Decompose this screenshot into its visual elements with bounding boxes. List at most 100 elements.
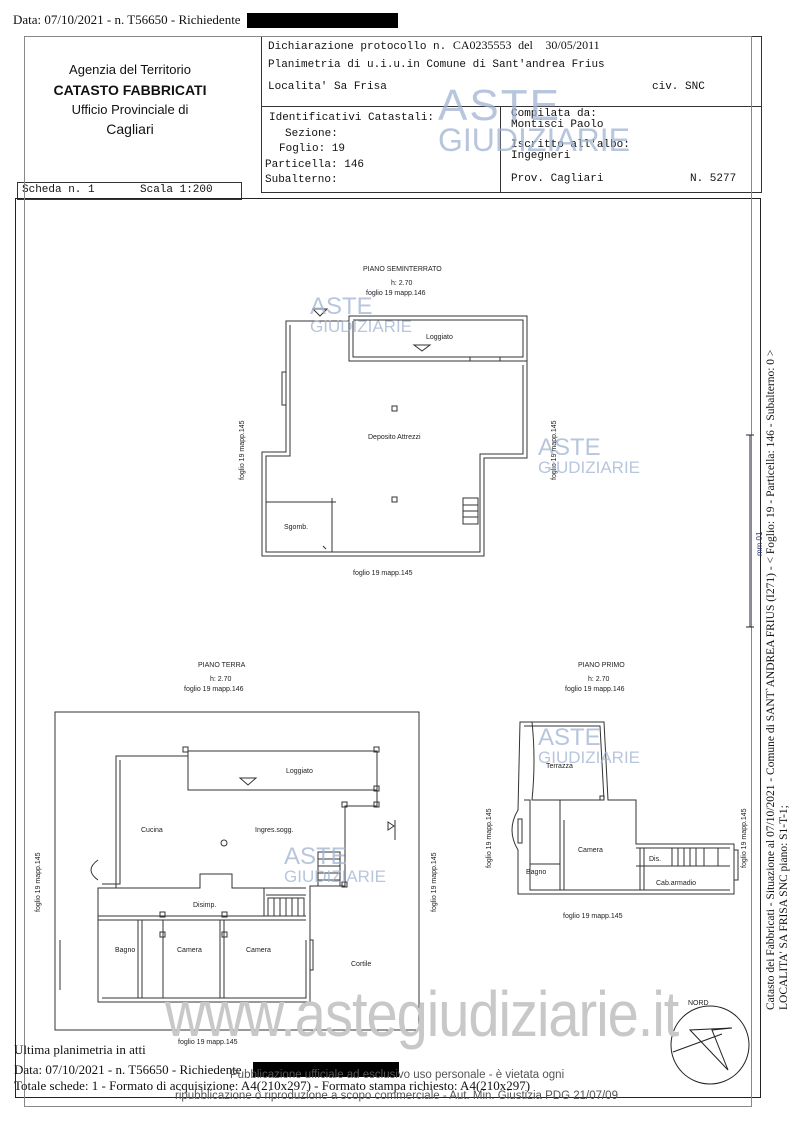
primo-top-mapp: foglio 19 mapp.146 — [565, 686, 625, 693]
planimetria-line: Planimetria di u.i.u.in Comune di Sant'a… — [268, 59, 605, 71]
publication-notice-1: Pubblicazione ufficiale ad esclusivo uso… — [230, 1069, 565, 1081]
subalterno-label: Subalterno: — [265, 174, 338, 186]
protocol-number: CA0235553 — [452, 38, 512, 52]
province-name: Cagliari — [106, 121, 154, 137]
primo-room-cab: Cab.armadio — [656, 880, 696, 887]
footer-ultima: Ultima planimetria in atti — [14, 1042, 146, 1057]
scheda-box — [17, 182, 242, 200]
terra-room-ingresso: Ingres.sogg. — [255, 827, 294, 834]
ufficio-label: Ufficio Provinciale di — [71, 102, 189, 117]
redacted-footer-requester — [253, 1062, 399, 1077]
watermark-header: ASTE GIUDIZIARIE — [438, 81, 631, 158]
localita-line: Localita' Sa Frisa — [268, 81, 387, 93]
terra-room-bagno: Bagno — [115, 947, 135, 954]
watermark-right: ASTE GIUDIZIARIE — [538, 434, 641, 477]
civ-line: civ. SNC — [652, 81, 705, 93]
protocol-line: Dichiarazione protocollo n. CA0235553 de… — [268, 38, 600, 53]
seminterrato-title: PIANO SEMINTERRATO — [363, 266, 442, 273]
primo-right-mapp: foglio 19 mapp.145 — [741, 808, 748, 868]
wm-aste-3: ASTE — [538, 434, 601, 461]
seminterrato-left-mapp: foglio 19 mapp.145 — [239, 420, 246, 480]
redacted-requester — [247, 13, 398, 28]
agency-block: Agenzia del Territorio CATASTO FABBRICAT… — [30, 62, 230, 137]
wm-giud-2: GIUDIZIARIE — [310, 316, 413, 336]
albo-value: Ingegneri — [511, 150, 571, 162]
protocol-del: del — [518, 38, 533, 52]
header-top-line: Data: 07/10/2021 - n. T56650 - Richieden… — [13, 12, 241, 28]
side-mark-label: mm 01 — [755, 531, 764, 556]
wm-aste-5: ASTE — [284, 843, 347, 870]
terra-room-cortile: Cortile — [351, 961, 371, 968]
side-text-line2: LOCALITA' SA FRISA SNC piano: S1-T-1; — [778, 805, 790, 1010]
seminterrato-top-mapp: foglio 19 mapp.146 — [366, 290, 426, 297]
plan-primo — [511, 721, 739, 895]
footer-data-line: Data: 07/10/2021 - n. T56650 - Richieden… — [14, 1062, 242, 1077]
protocol-label: Dichiarazione protocollo n. — [268, 41, 447, 53]
primo-room-dis: Dis. — [649, 856, 661, 863]
declaration-divider — [261, 106, 761, 107]
agency-name: Agenzia del Territorio — [69, 62, 191, 77]
seminterrato-room-sgomb: Sgomb. — [284, 524, 308, 531]
seminterrato-room-deposito: Deposito Attrezzi — [368, 434, 421, 441]
albo-number: N. 5277 — [690, 173, 737, 185]
terra-room-disimp: Disimp. — [193, 902, 216, 909]
nord-label: NORD — [688, 1000, 709, 1007]
footer-totale-line: Totale schede: 1 - Formato di acquisizio… — [14, 1078, 531, 1093]
particella-label: Particella: 146 — [265, 158, 365, 171]
outer-frame — [24, 36, 752, 1107]
wm-giud-1: GIUDIZIARIE — [438, 121, 631, 158]
wm-aste-2: ASTE — [310, 293, 373, 320]
seminterrato-room-loggiato: Loggiato — [426, 334, 453, 341]
wm-aste-4: ASTE — [538, 724, 601, 751]
identifiers-block: Identificativi Catastali: Sezione: Fogli… — [265, 111, 435, 189]
wm-giud-4: GIUDIZIARIE — [538, 747, 641, 767]
protocol-date: 30/05/2011 — [545, 38, 600, 52]
watermark-seminterrato: ASTE GIUDIZIARIE — [310, 293, 413, 336]
plan-terra — [54, 711, 420, 1031]
primo-room-bagno: Bagno — [526, 869, 546, 876]
catasto-title: CATASTO FABBRICATI — [53, 82, 207, 98]
terra-title: PIANO TERRA — [198, 662, 246, 669]
terra-height: h: 2.70 — [210, 676, 232, 683]
terra-left-mapp: foglio 19 mapp.145 — [35, 852, 42, 912]
header-top-text: Data: 07/10/2021 - n. T56650 - Richieden… — [13, 12, 241, 27]
wm-aste-1: ASTE — [438, 81, 561, 130]
prov-label: Prov. Cagliari — [511, 173, 604, 185]
plan-seminterrato — [261, 308, 528, 557]
primo-title: PIANO PRIMO — [578, 662, 625, 669]
wm-giud-5: GIUDIZIARIE — [284, 866, 387, 886]
north-arrow — [670, 1005, 750, 1085]
terra-room-camera2: Camera — [246, 947, 271, 954]
primo-room-terrazza: Terrazza — [546, 763, 573, 770]
terra-top-mapp: foglio 19 mapp.146 — [184, 686, 244, 693]
sezione-label: Sezione: — [285, 127, 338, 140]
scheda-label: Scheda n. 1 — [22, 184, 95, 196]
compiler-name: Montisci Paolo — [511, 119, 604, 131]
identifiers-title: Identificativi Catastali: — [269, 112, 435, 124]
scala-label: Scala 1:200 — [140, 184, 213, 196]
seminterrato-right-mapp: foglio 19 mapp.145 — [551, 420, 558, 480]
declaration-vdivider — [500, 106, 501, 192]
terra-room-camera1: Camera — [177, 947, 202, 954]
drawing-frame — [15, 198, 761, 1098]
terra-right-mapp: foglio 19 mapp.145 — [431, 852, 438, 912]
seminterrato-bottom-mapp: foglio 19 mapp.145 — [353, 570, 413, 577]
compilata-label: Compilata da: — [511, 108, 597, 120]
foglio-label: Foglio: 19 — [279, 143, 346, 155]
compiler-block: Compilata da: Montisci Paolo Iscritto al… — [511, 109, 630, 162]
watermark-primo: ASTE GIUDIZIARIE — [538, 724, 641, 767]
primo-bottom-mapp: foglio 19 mapp.145 — [563, 913, 623, 920]
terra-bottom-mapp: foglio 19 mapp.145 — [178, 1039, 238, 1046]
publication-notice-2: ripubblicazione o riproduzione a scopo c… — [175, 1090, 618, 1102]
wm-giud-3: GIUDIZIARIE — [538, 457, 641, 477]
watermark-terra: ASTE GIUDIZIARIE — [284, 843, 387, 886]
primo-height: h: 2.70 — [588, 676, 610, 683]
primo-left-mapp: foglio 19 mapp.145 — [486, 808, 493, 868]
side-text-line1: Catasto dei Fabbricati - Situazione al 0… — [765, 350, 777, 1010]
iscritto-label: Iscritto all'albo: — [511, 139, 630, 151]
side-marker — [746, 434, 754, 628]
primo-room-camera: Camera — [578, 847, 603, 854]
terra-room-cucina: Cucina — [141, 827, 163, 834]
seminterrato-height: h: 2.70 — [391, 280, 413, 287]
